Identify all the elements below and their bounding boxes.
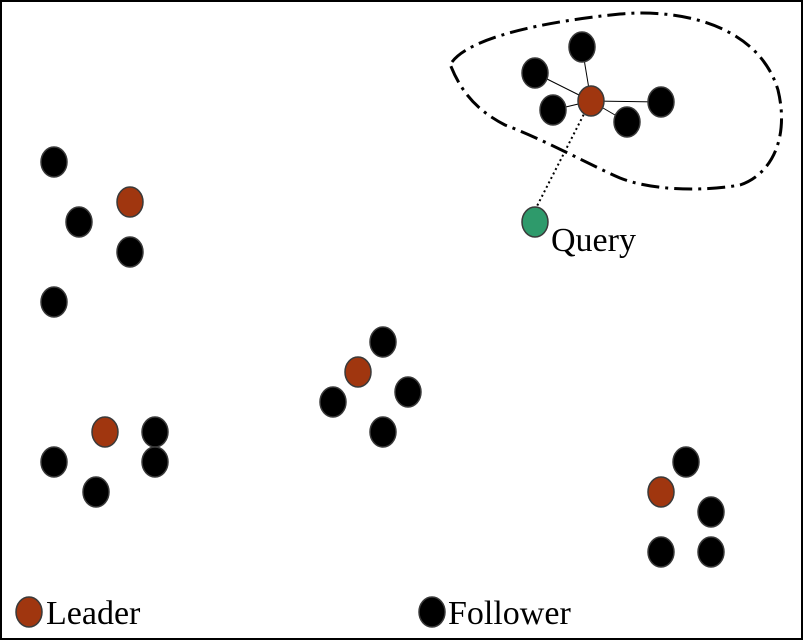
query-node (521, 206, 549, 238)
follower-node (568, 31, 596, 63)
follower-node (40, 286, 68, 318)
follower-node (65, 206, 93, 238)
legend-follower-marker (418, 596, 446, 628)
query-label: Query (551, 222, 636, 259)
leader-node (577, 85, 605, 117)
follower-node (40, 146, 68, 178)
query-to-leader-link (534, 113, 585, 211)
legend-leader-label: Leader (46, 595, 141, 632)
follower-node (141, 416, 169, 448)
cluster-left-bottom (40, 416, 169, 508)
leader-node (344, 356, 372, 388)
follower-node (647, 86, 675, 118)
follower-node (116, 236, 144, 268)
follower-node (319, 386, 347, 418)
follower-node (613, 106, 641, 138)
follower-node (394, 376, 422, 408)
legend-leader-marker (15, 596, 43, 628)
follower-node (82, 476, 110, 508)
search-region-boundary (448, 11, 783, 191)
leader-node (91, 416, 119, 448)
follower-node (697, 496, 725, 528)
cluster-right-bottom (647, 446, 725, 568)
leader-node (116, 186, 144, 218)
legend-follower-label: Follower (448, 595, 571, 632)
follower-node (647, 536, 675, 568)
follower-node (672, 446, 700, 478)
cluster-middle (319, 326, 422, 448)
cluster-left-top (40, 146, 144, 318)
follower-node (369, 326, 397, 358)
follower-node (697, 536, 725, 568)
leader-node (647, 476, 675, 508)
follower-node (521, 57, 549, 89)
follower-node (40, 446, 68, 478)
follower-node (141, 446, 169, 478)
cluster-top-right (521, 31, 675, 138)
follower-node (539, 94, 567, 126)
follower-node (369, 416, 397, 448)
